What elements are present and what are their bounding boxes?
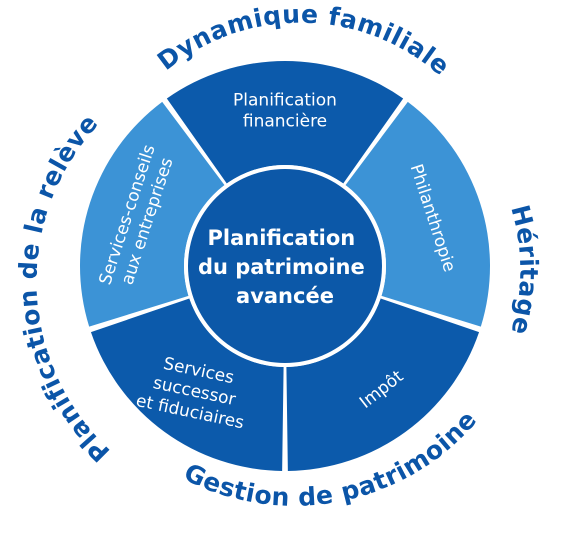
center-title-line-1: Planification (207, 226, 355, 250)
center-title: Planification du patrimoine avancée (198, 226, 372, 308)
segment-services-successor (90, 298, 284, 471)
segment-services-conseils (79, 101, 225, 327)
outer-label-right-text: Héritage (505, 202, 543, 338)
segment-philanthropie (345, 101, 490, 327)
center-title-line-3: avancée (236, 284, 334, 308)
segment-label-line: Planification (233, 91, 337, 111)
center-hub (188, 169, 382, 363)
segment-impot (286, 298, 480, 471)
center-title-line-2: du patrimoine (198, 255, 365, 279)
segment-planification-financiere (166, 61, 404, 184)
segment-label-line: financière (243, 112, 327, 132)
outer-label-right: Héritage (505, 202, 543, 338)
